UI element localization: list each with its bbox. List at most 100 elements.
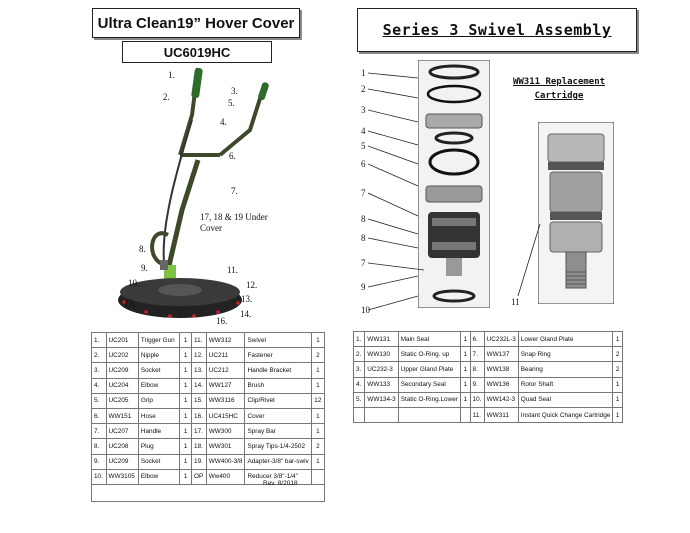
callout-5: 5. (228, 98, 235, 108)
item-number: 12. (191, 347, 207, 364)
swivel-callout-7: 7 (361, 188, 366, 198)
cartridge-leader-line (517, 223, 541, 297)
description: Hose (137, 407, 181, 425)
left-model-number: UC6019HC (122, 41, 272, 63)
quantity: 1 (179, 468, 193, 485)
item-number: 15. (191, 392, 207, 409)
item-number: 3. (91, 362, 107, 379)
description: Main Seal (397, 330, 461, 348)
item-number (352, 406, 366, 424)
callout-1: 1. (168, 70, 175, 80)
surface-cleaner-illustration (118, 67, 269, 318)
item-number: 5. (91, 392, 107, 409)
part-number: WW127 (205, 377, 246, 394)
callout-15: 15. (124, 298, 136, 308)
item-number: 13. (191, 362, 207, 379)
cartridge-title-line1: WW311 Replacement (512, 77, 606, 87)
item-number: 7. (91, 423, 107, 440)
part-number: WW137 (483, 346, 519, 363)
description: Reducer 3/8"-1/4" (244, 468, 312, 485)
callout-10: 10. (128, 278, 140, 288)
description: Instant Quick Change Cartridge (517, 406, 614, 424)
part-number: WW151 (105, 407, 139, 425)
item-number: 19. (191, 453, 207, 470)
callout-6: 6. (229, 151, 236, 161)
description: Socket (137, 362, 181, 379)
cartridge-title-line2: Cartridge (534, 91, 584, 101)
swivel-exploded-photo (418, 60, 490, 308)
description: Fastener (244, 347, 312, 364)
part-number: WW133 (364, 376, 399, 393)
description: Upper Gland Plate (397, 361, 461, 378)
callout-2: 2. (163, 92, 170, 102)
quantity: 1 (459, 391, 471, 408)
part-number: WW134-3 (364, 391, 399, 408)
description: Handle Bracket (244, 362, 312, 379)
swivel-callout-4: 4 (361, 126, 366, 136)
part-number: WW130 (364, 346, 399, 363)
callout-11: 11. (227, 265, 238, 275)
right-title-box: Series 3 Swivel Assembly (357, 8, 637, 52)
cartridge-photo (538, 122, 614, 304)
quantity: 1 (179, 438, 193, 455)
part-number: WW142-3 (483, 391, 519, 408)
description: Static O-Ring.Lower (397, 391, 461, 408)
quantity (459, 406, 471, 424)
quantity: 2 (612, 346, 623, 363)
part-number: UC232L-3 (483, 330, 519, 348)
part-number: UC201 (105, 331, 139, 349)
callout-3: 3. (231, 86, 238, 96)
quantity: 1 (612, 376, 623, 393)
swivel-callout-8: 8 (361, 214, 366, 224)
quantity: 1 (179, 362, 193, 379)
part-number: UC208 (105, 438, 139, 455)
swivel-callout-1: 1 (361, 68, 366, 78)
swivel-callout-7b: 7 (361, 258, 366, 268)
right-title: Series 3 Swivel Assembly (382, 21, 612, 39)
quantity: 1 (179, 377, 193, 394)
item-number: 10. (469, 391, 485, 408)
item-number: 1. (91, 331, 107, 349)
swivel-callout-9: 9 (361, 282, 366, 292)
part-number (364, 406, 399, 424)
quantity: 1 (179, 331, 193, 349)
swivel-callout-10: 10 (361, 305, 370, 315)
description: Adapter-3/8" bar-swiv (244, 453, 312, 470)
quantity: 1 (459, 346, 471, 363)
description: Handle (137, 423, 181, 440)
quantity: 1 (310, 331, 326, 349)
swivel-callout-5: 5 (361, 141, 366, 151)
quantity: 1 (459, 376, 471, 393)
part-number: WW400-3/8 (205, 453, 246, 470)
description: Swivel (244, 331, 312, 349)
description: Lower Gland Plate (517, 330, 614, 348)
description: Snap Ring (517, 346, 614, 363)
part-number: UC205 (105, 392, 139, 409)
quantity: 2 (310, 347, 326, 364)
item-number: 11. (191, 331, 207, 349)
part-number: UC209 (105, 453, 139, 470)
revision-note: Rev. 8/2018 (263, 480, 298, 487)
callout-8: 8. (139, 244, 146, 254)
description: Grip (137, 392, 181, 409)
quantity: 1 (459, 361, 471, 378)
item-number: 3. (352, 361, 366, 378)
part-number: WW312 (205, 331, 246, 349)
swivel-callout-3: 3 (361, 105, 366, 115)
description: Plug (137, 438, 181, 455)
quantity: 2 (612, 361, 623, 378)
description: Secondary Seal (397, 376, 461, 393)
